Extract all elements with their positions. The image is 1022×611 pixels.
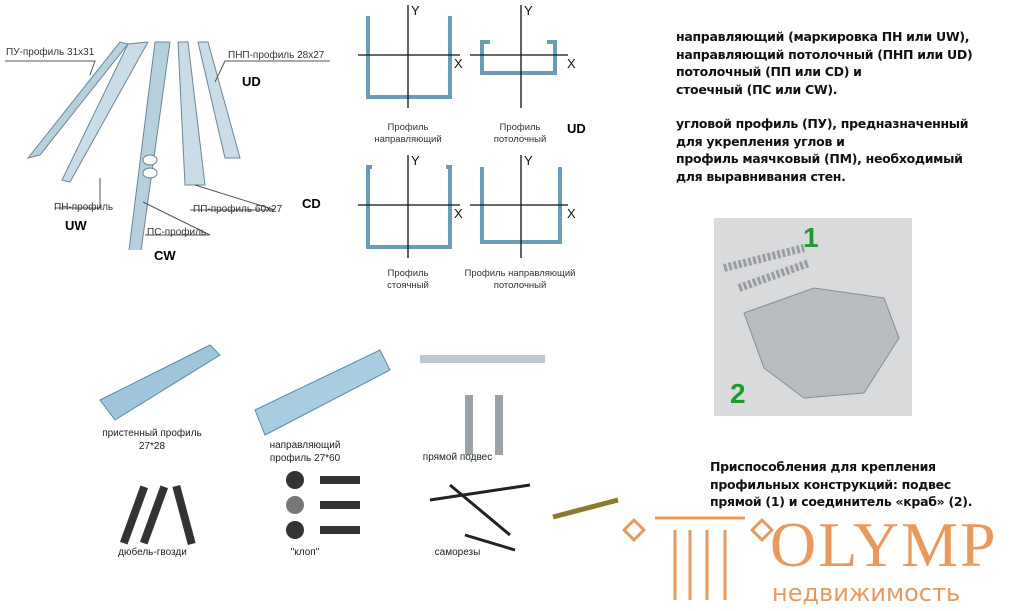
ps-profile-label: ПС-профиль xyxy=(147,227,207,238)
svg-text:Y: Y xyxy=(411,153,420,168)
svg-text:X: X xyxy=(567,206,576,221)
svg-text:X: X xyxy=(454,206,463,221)
cw-code: CW xyxy=(154,248,176,263)
cd-code: CD xyxy=(302,196,321,211)
profiles-illustration xyxy=(5,41,330,250)
hanger-strip-shape xyxy=(420,355,545,363)
pp-profile-shape xyxy=(177,41,206,186)
pn-profile-label: ПН-профиль xyxy=(54,202,114,213)
dowels-label: дюбель-гвозди xyxy=(118,547,187,558)
bugs-shape xyxy=(286,471,360,539)
pu-profile-shape xyxy=(26,41,129,159)
ps-profile-shape xyxy=(128,41,171,250)
screws-shape xyxy=(429,483,531,552)
svg-text:Y: Y xyxy=(524,153,533,168)
marker-1: 1 xyxy=(803,222,819,253)
hanger-label: прямой подвес xyxy=(422,452,493,463)
fasteners-photo: 1 2 xyxy=(714,218,912,416)
axis-y-label: Y xyxy=(411,3,420,18)
anchor-bolt-icon xyxy=(552,497,619,520)
logo-columns-icon xyxy=(621,516,775,600)
wall-profile-shape xyxy=(99,344,221,421)
uw-code: UW xyxy=(65,218,87,233)
logo-brand: OLYMP xyxy=(770,509,998,580)
pnp-profile-label: ПНП-профиль 28x27 xyxy=(228,50,325,61)
screws-label: саморезы xyxy=(434,547,481,558)
pp-profile-label: ПП-профиль 60x27 xyxy=(193,204,283,215)
sections-diagram: Y X Y X Y X Y X xyxy=(358,3,576,258)
marker-2: 2 xyxy=(730,378,746,409)
products-illustration xyxy=(99,344,545,552)
ud-code: UD xyxy=(242,74,261,89)
bugs-label: "клоп" xyxy=(290,547,320,558)
pnp-profile-shape xyxy=(197,41,241,159)
dowels-shape xyxy=(119,484,196,546)
guide-profile-shape xyxy=(254,349,391,436)
pn-profile-shape xyxy=(61,41,149,183)
svg-text:Y: Y xyxy=(524,3,533,18)
panel-ud-code: UD xyxy=(567,121,586,136)
svg-text:X: X xyxy=(567,56,576,71)
pu-profile-label: ПУ-профиль 31x31 xyxy=(6,47,95,58)
profile-types-text: направляющий (маркировка ПН или UW),напр… xyxy=(676,29,973,184)
logo-subtitle: недвижимость xyxy=(772,579,961,607)
axis-x-label: X xyxy=(454,56,463,71)
hanger-shape xyxy=(465,395,473,455)
